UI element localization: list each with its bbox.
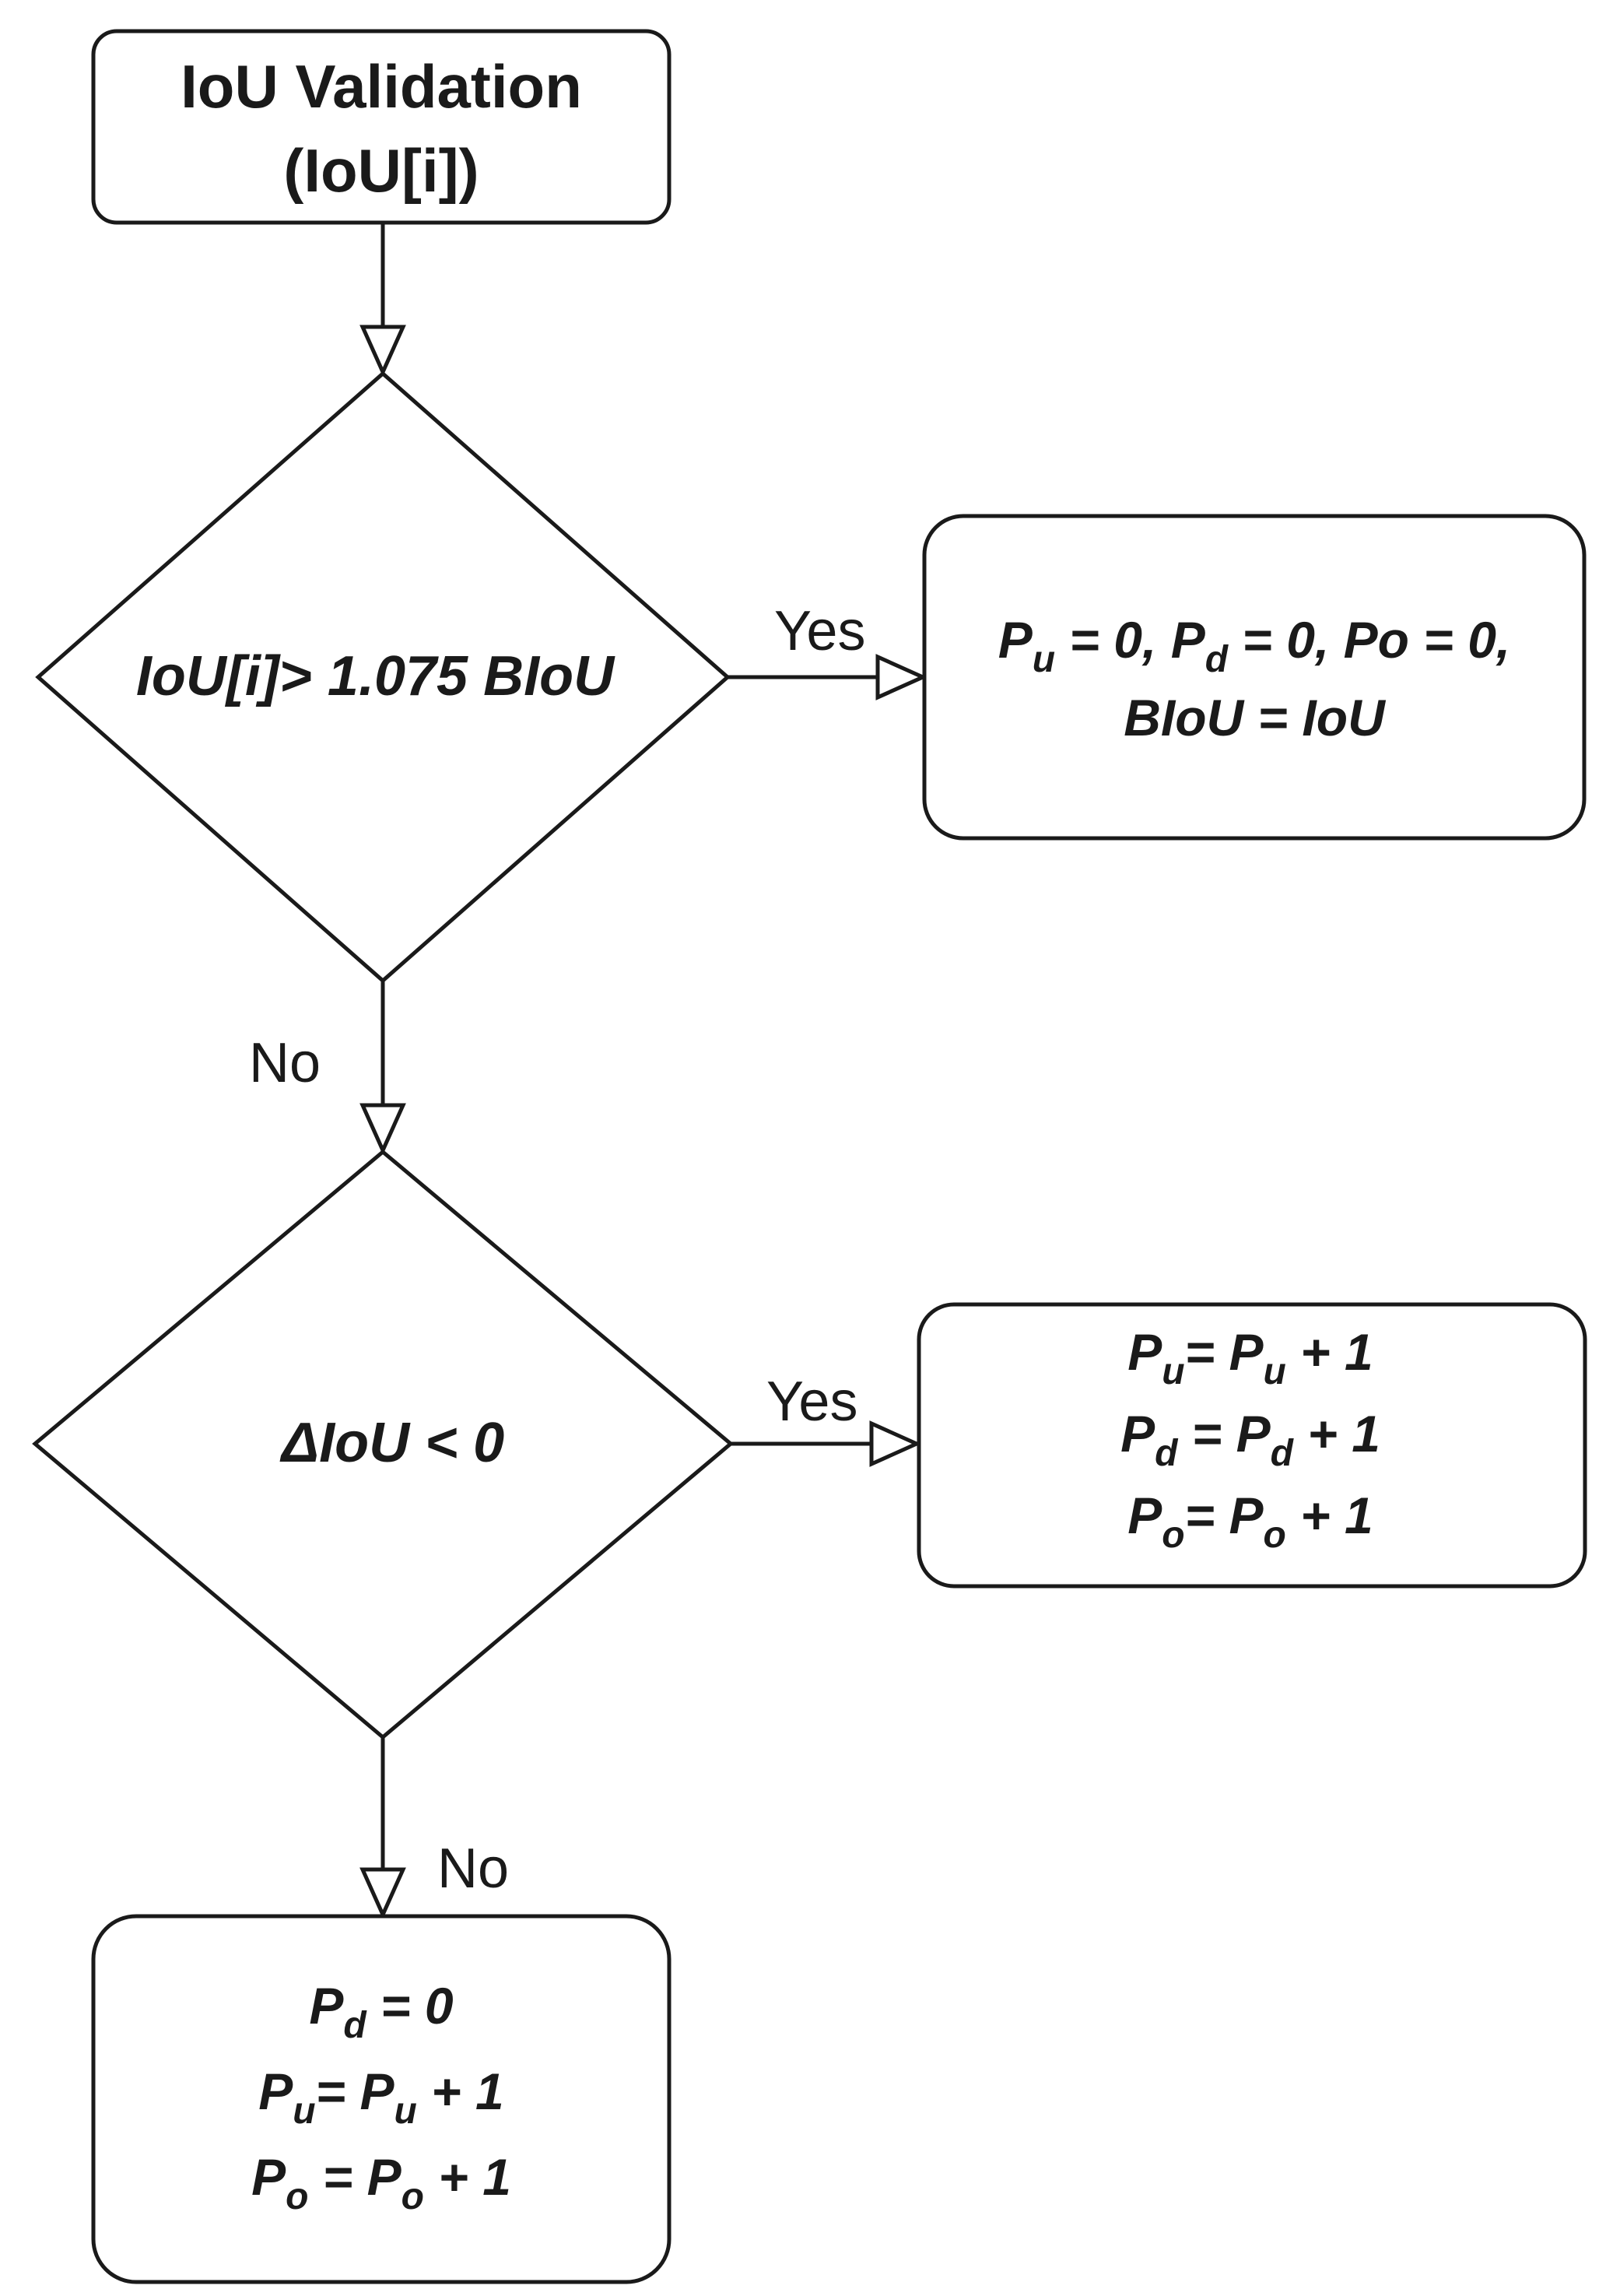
increment-box-line1: Pu= Pu + 1 [1127, 1323, 1373, 1392]
arrowhead-reset-box [875, 654, 928, 700]
reset-box [922, 514, 1587, 841]
reset-box-line1: Pu = 0, Pd = 0, Po = 0, [998, 611, 1511, 680]
decision2-no-label: No [437, 1838, 509, 1900]
increment-box-line3: Po= Po + 1 [1127, 1487, 1373, 1556]
final-box-line2: Pu= Pu + 1 [258, 2063, 504, 2132]
start-title-line2: (IoU[i]) [283, 136, 479, 205]
final-box [91, 1914, 671, 2284]
final-box-line1: Pd = 0 [309, 1977, 454, 2046]
reset-box-line2: BIoU = IoU [1124, 689, 1387, 746]
decision2-condition: ΔIoU < 0 [279, 1412, 504, 1474]
decision2-yes-label: Yes [766, 1371, 857, 1433]
arrowhead-final-box [359, 1867, 406, 1920]
increment-box-line2: Pd = Pd + 1 [1120, 1405, 1380, 1474]
arrowhead-decision1 [359, 325, 406, 377]
final-box-line3: Po = Po + 1 [251, 2148, 511, 2217]
decision1-no-label: No [249, 1032, 321, 1094]
increment-box [917, 1302, 1587, 1589]
start-title-line1: IoU Validation [181, 52, 582, 121]
arrowhead-decision2 [359, 1103, 406, 1156]
decision1-condition: IoU[i]> 1.075 BIoU [136, 645, 615, 707]
decision1-yes-label: Yes [774, 600, 865, 662]
arrowhead-increment-box [869, 1420, 922, 1467]
